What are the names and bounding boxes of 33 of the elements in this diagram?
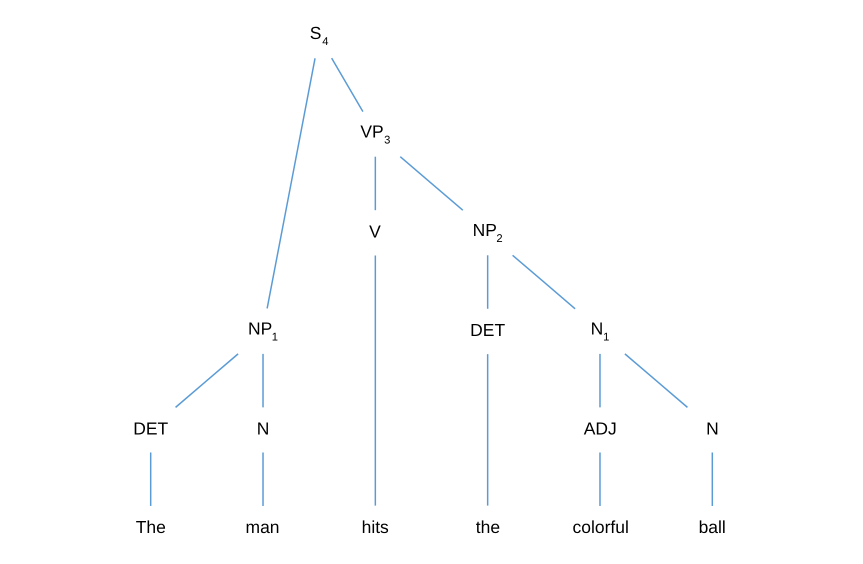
node-text: S$_{4}$ [310, 22, 329, 48]
node-text: N [256, 418, 270, 439]
connector [486, 354, 488, 506]
node-text: DET [470, 320, 506, 340]
connector [331, 58, 364, 112]
node-text: NP$_{2}$ [472, 220, 503, 246]
node-text: V [369, 221, 381, 242]
node-text: colorful [572, 517, 629, 538]
node-text: ball [698, 517, 726, 538]
node-text: the [476, 517, 500, 538]
node-text: VP$_{3}$ [360, 121, 390, 146]
connector [400, 156, 464, 211]
node-text: ADJ [584, 418, 617, 439]
node-text: NP$_{1}$ [248, 318, 278, 344]
connector [262, 354, 264, 408]
connector [486, 255, 488, 309]
connector [262, 452, 264, 506]
node-text: N [706, 418, 719, 439]
connector [599, 452, 601, 506]
connector [175, 353, 239, 408]
connector [512, 254, 576, 310]
connector [599, 354, 601, 408]
node-text: DET [133, 418, 168, 439]
connector [266, 58, 316, 309]
connector [150, 452, 152, 506]
connector [374, 156, 376, 210]
connector [712, 452, 714, 506]
node-text: N$_{1}$ [590, 318, 610, 344]
node-text: hits [362, 517, 389, 538]
connector [624, 353, 688, 408]
node-text: man [246, 517, 280, 538]
connector [374, 256, 376, 506]
node-text: The [136, 517, 166, 538]
